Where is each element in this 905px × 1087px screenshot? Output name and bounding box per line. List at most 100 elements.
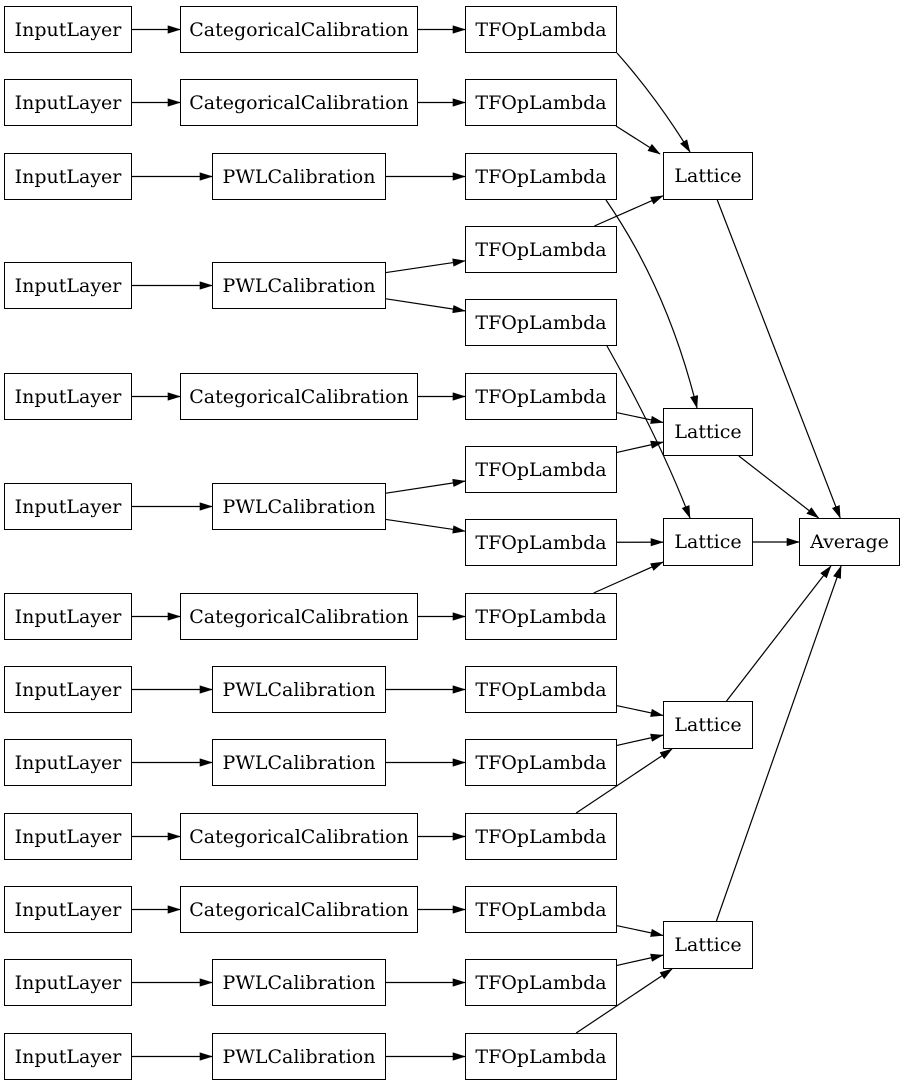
edge-calib-3-lambda-4	[385, 298, 466, 314]
node-label: Lattice	[674, 421, 742, 443]
node-label: TFOpLambda	[475, 1045, 607, 1068]
node-calib-0: CategoricalCalibration	[180, 6, 418, 53]
edge-calib-5-lambda-6	[385, 478, 466, 494]
node-label: PWLCalibration	[222, 751, 376, 774]
node-label: TFOpLambda	[475, 531, 607, 554]
node-lattice-4: Lattice	[663, 921, 753, 969]
edge-lambda-11-lattice-3	[575, 748, 673, 814]
node-input-3: InputLayer	[4, 262, 132, 309]
node-lambda-5: TFOpLambda	[465, 373, 617, 420]
node-label: Lattice	[674, 165, 742, 187]
node-label: TFOpLambda	[475, 458, 607, 481]
node-input-6: InputLayer	[4, 593, 132, 640]
node-label: TFOpLambda	[475, 605, 607, 628]
node-label: CategoricalCalibration	[189, 18, 409, 41]
edge-lattice-0-average	[716, 199, 841, 519]
node-label: InputLayer	[14, 91, 122, 114]
edge-lattice-4-average	[715, 565, 842, 922]
node-label: TFOpLambda	[475, 18, 607, 41]
node-input-2: InputLayer	[4, 153, 132, 200]
node-input-8: InputLayer	[4, 739, 132, 786]
node-calib-2: PWLCalibration	[212, 153, 386, 200]
edge-lattice-3-average	[726, 565, 832, 702]
node-calib-3: PWLCalibration	[212, 262, 386, 309]
node-lambda-6: TFOpLambda	[465, 446, 617, 493]
node-calib-1: CategoricalCalibration	[180, 79, 418, 126]
node-label: TFOpLambda	[475, 751, 607, 774]
node-lambda-13: TFOpLambda	[465, 959, 617, 1006]
node-label: InputLayer	[14, 751, 122, 774]
node-label: TFOpLambda	[475, 238, 607, 261]
node-label: InputLayer	[14, 1045, 122, 1068]
node-label: Average	[810, 531, 889, 553]
node-lambda-7: TFOpLambda	[465, 519, 617, 566]
node-label: InputLayer	[14, 678, 122, 701]
node-lattice-2: Lattice	[663, 518, 753, 566]
node-label: CategoricalCalibration	[189, 91, 409, 114]
node-lambda-9: TFOpLambda	[465, 666, 617, 713]
node-lambda-11: TFOpLambda	[465, 813, 617, 860]
edge-lambda-10-lattice-3	[616, 733, 664, 747]
node-lambda-3: TFOpLambda	[465, 226, 617, 273]
edge-lambda-14-lattice-4	[575, 968, 673, 1034]
node-input-9: InputLayer	[4, 813, 132, 860]
node-lattice-3: Lattice	[663, 701, 753, 749]
node-label: CategoricalCalibration	[189, 825, 409, 848]
node-calib-6: CategoricalCalibration	[180, 593, 418, 640]
node-input-4: InputLayer	[4, 373, 132, 420]
node-label: TFOpLambda	[475, 165, 607, 188]
node-calib-9: CategoricalCalibration	[180, 813, 418, 860]
node-lambda-14: TFOpLambda	[465, 1033, 617, 1080]
node-label: PWLCalibration	[222, 678, 376, 701]
node-label: InputLayer	[14, 495, 122, 518]
node-label: PWLCalibration	[222, 495, 376, 518]
node-lambda-10: TFOpLambda	[465, 739, 617, 786]
node-label: TFOpLambda	[475, 898, 607, 921]
node-calib-10: CategoricalCalibration	[180, 886, 418, 933]
node-calib-7: PWLCalibration	[212, 666, 386, 713]
node-lambda-0: TFOpLambda	[465, 6, 617, 53]
node-label: InputLayer	[14, 165, 122, 188]
edge-lambda-8-lattice-2	[593, 561, 664, 594]
node-label: InputLayer	[14, 18, 122, 41]
node-label: CategoricalCalibration	[189, 898, 409, 921]
node-input-5: InputLayer	[4, 483, 132, 530]
node-lambda-8: TFOpLambda	[465, 593, 617, 640]
node-label: InputLayer	[14, 605, 122, 628]
node-label: PWLCalibration	[222, 165, 376, 188]
node-calib-5: PWLCalibration	[212, 483, 386, 530]
node-input-10: InputLayer	[4, 886, 132, 933]
node-calib-4: CategoricalCalibration	[180, 373, 418, 420]
node-label: InputLayer	[14, 898, 122, 921]
node-label: TFOpLambda	[475, 311, 607, 334]
node-label: CategoricalCalibration	[189, 385, 409, 408]
node-calib-8: PWLCalibration	[212, 739, 386, 786]
edge-lambda-9-lattice-3	[616, 705, 664, 717]
edge-lambda-2-lattice-1	[605, 199, 699, 409]
node-lambda-2: TFOpLambda	[465, 153, 617, 200]
node-label: InputLayer	[14, 971, 122, 994]
node-label: TFOpLambda	[475, 678, 607, 701]
edge-lambda-3-lattice-0	[594, 195, 664, 227]
node-label: InputLayer	[14, 385, 122, 408]
node-calib-12: PWLCalibration	[212, 1033, 386, 1080]
node-average: Average	[799, 518, 900, 566]
node-input-12: InputLayer	[4, 1033, 132, 1080]
node-input-7: InputLayer	[4, 666, 132, 713]
edge-lattice-1-average	[738, 455, 820, 519]
node-input-1: InputLayer	[4, 79, 132, 126]
node-label: InputLayer	[14, 825, 122, 848]
node-input-0: InputLayer	[4, 6, 132, 53]
edge-lambda-12-lattice-4	[616, 925, 664, 937]
node-calib-11: PWLCalibration	[212, 959, 386, 1006]
node-lattice-1: Lattice	[663, 408, 753, 456]
node-lambda-4: TFOpLambda	[465, 299, 617, 346]
node-label: Lattice	[674, 714, 742, 736]
node-label: Lattice	[674, 934, 742, 956]
node-label: PWLCalibration	[222, 1045, 376, 1068]
node-label: TFOpLambda	[475, 385, 607, 408]
node-label: InputLayer	[14, 274, 122, 297]
node-lattice-0: Lattice	[663, 152, 753, 200]
